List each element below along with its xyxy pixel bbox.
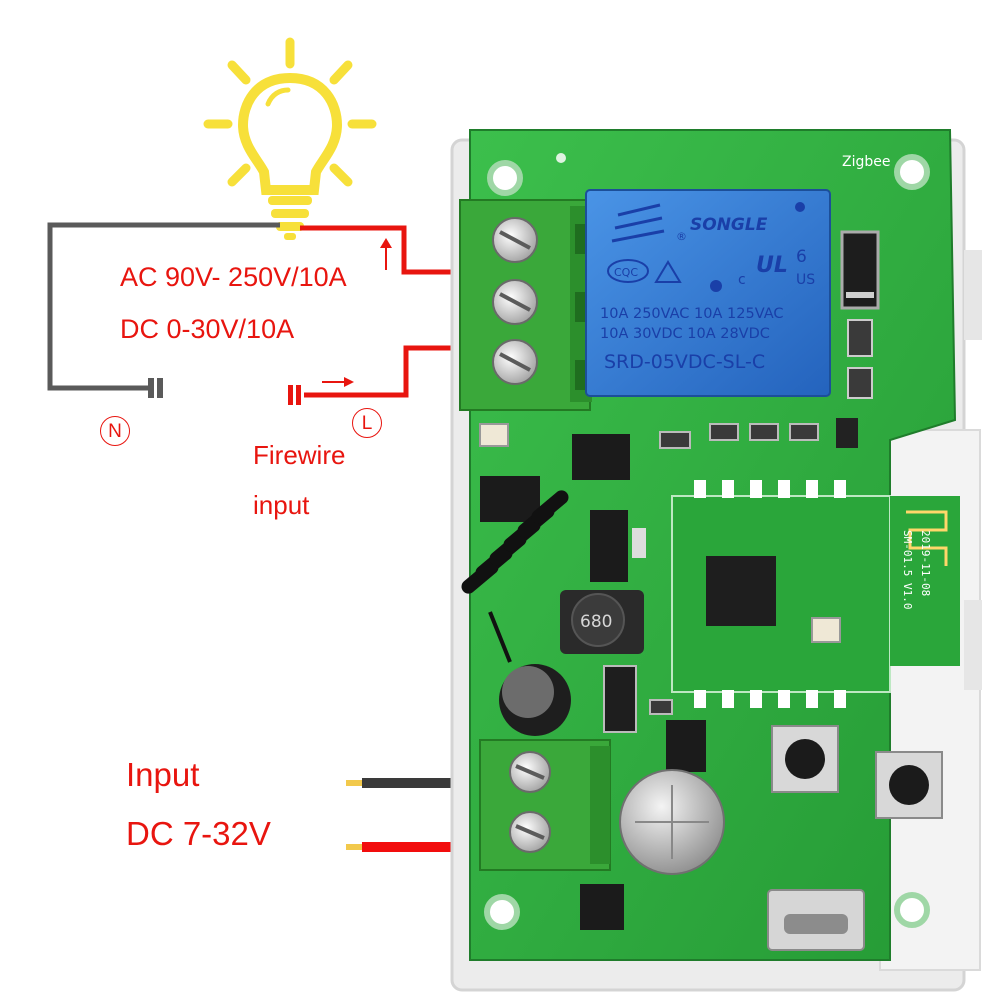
svg-text:®: ®: [676, 230, 687, 243]
relay-rating-2: 10A 30VDC 10A 28VDC: [600, 326, 770, 342]
module-date: 2019-11-08: [919, 530, 932, 596]
micro-usb-connector: [767, 889, 865, 951]
zigbee-module: SM-01.5 V1.0 2019-11-08: [671, 480, 960, 708]
power-terminal-block: [479, 739, 611, 871]
power-input-positive-wire: [346, 842, 486, 852]
svg-text:UL: UL: [756, 253, 788, 278]
light-bulb-icon: [203, 37, 377, 240]
push-button-2: [875, 751, 943, 819]
inductor: 680: [560, 590, 644, 654]
electrolytic-capacitor: [619, 769, 725, 875]
firewire-label-line2: input: [253, 490, 310, 520]
relay-rating-1: 10A 250VAC 10A 125VAC: [600, 306, 783, 322]
relay-pin: 6: [796, 247, 807, 267]
power-voltage-label: DC 7-32V: [126, 815, 271, 852]
live-label: L: [352, 408, 382, 438]
right-arrow-icon: [322, 377, 354, 387]
neutral-wire: [47, 222, 280, 391]
push-button-1: [771, 725, 839, 793]
output-terminal-block: [459, 199, 592, 411]
relay-model: SRD-05VDC-SL-C: [604, 351, 765, 373]
firewire-plug-icon: [288, 385, 301, 405]
board-brand-text: Zigbee: [842, 154, 890, 170]
live-input-wire: [304, 345, 468, 398]
dc-rating-label: DC 0-30V/10A: [120, 314, 295, 344]
power-input-negative-wire: [346, 778, 486, 788]
battery-icon: [148, 378, 163, 398]
relay-component: SONGLE ® CQC c UL US 6 10A 250VAC 10A 12…: [585, 189, 831, 397]
svg-text:c: c: [738, 272, 746, 288]
relay-cert: CQC: [614, 266, 638, 279]
relay-ul: US: [796, 272, 815, 288]
ac-rating-label: AC 90V- 250V/10A: [120, 262, 347, 292]
up-arrow-icon: [380, 238, 392, 270]
power-input-label: Input: [126, 756, 200, 793]
coil-antenna: [461, 490, 569, 663]
inductor-code: 680: [580, 612, 612, 632]
load-wire: [300, 225, 468, 275]
relay-board: Zigbee SONGLE ®: [450, 129, 982, 992]
neutral-label: N: [100, 416, 130, 446]
module-version: SM-01.5 V1.0: [901, 530, 914, 609]
firewire-label-line1: Firewire: [253, 440, 346, 470]
relay-brand: SONGLE: [690, 215, 768, 235]
